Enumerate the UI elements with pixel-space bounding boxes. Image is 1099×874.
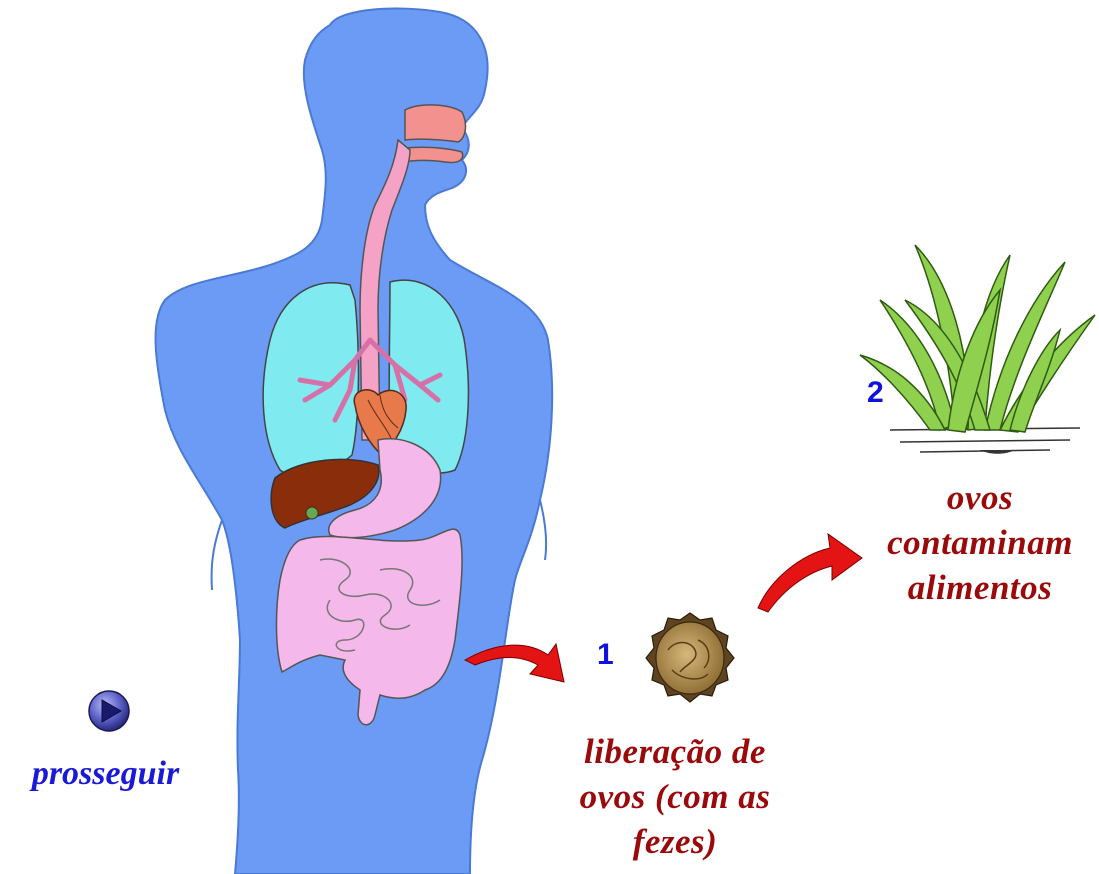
arrow-to-plant — [758, 534, 862, 612]
caption-line: ovos — [870, 476, 1090, 521]
gallbladder — [306, 507, 318, 519]
step-number-1: 1 — [597, 638, 614, 672]
caption-line: ovos (com as — [555, 775, 795, 820]
caption-line: contaminam — [870, 521, 1090, 566]
nasal-cavity — [405, 105, 465, 163]
continue-button[interactable] — [89, 691, 129, 731]
step-2-caption: ovos contaminam alimentos — [870, 476, 1090, 610]
caption-line: fezes) — [555, 820, 795, 865]
step-number-2: 2 — [867, 376, 884, 410]
plant-icon — [860, 245, 1095, 454]
caption-line: alimentos — [870, 566, 1090, 611]
step-1-caption: liberação de ovos (com as fezes) — [555, 730, 795, 864]
egg-icon — [646, 613, 734, 702]
continue-button-label[interactable]: prosseguir — [8, 755, 203, 793]
caption-line: liberação de — [555, 730, 795, 775]
